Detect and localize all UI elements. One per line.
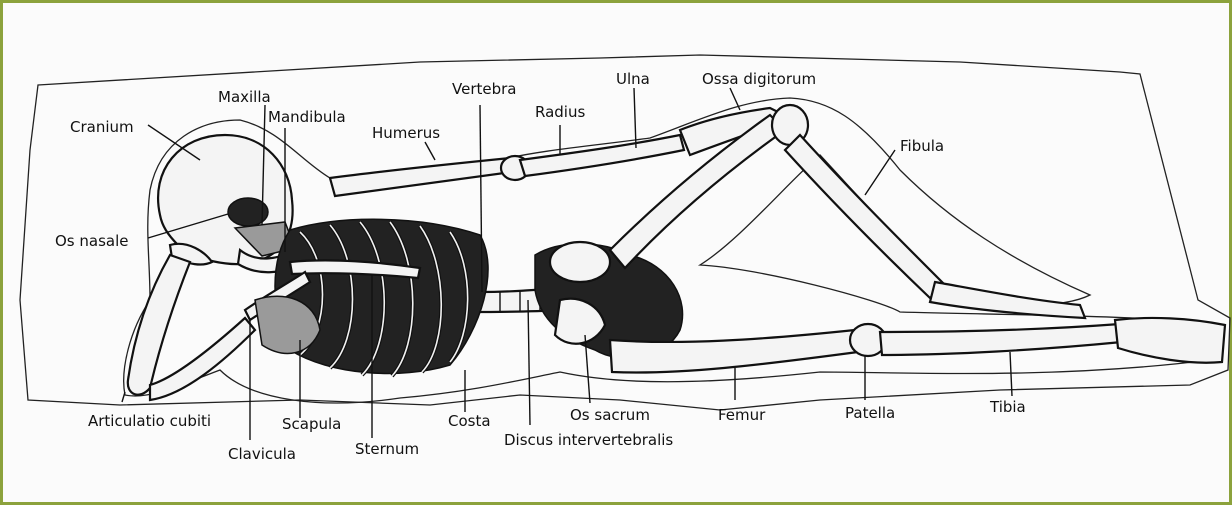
label-cranium: Cranium — [70, 118, 134, 136]
label-maxilla: Maxilla — [218, 88, 271, 106]
label-costa: Costa — [448, 412, 491, 430]
label-ossa-digitorum: Ossa digitorum — [702, 70, 816, 88]
label-os-nasale: Os nasale — [55, 232, 129, 250]
humerus-shape — [330, 158, 512, 196]
label-tibia: Tibia — [990, 398, 1026, 416]
label-mandibula: Mandibula — [268, 108, 346, 126]
iliac-crest — [550, 242, 610, 282]
label-clavicula: Clavicula — [228, 445, 296, 463]
foot-shape — [1115, 318, 1225, 363]
label-patella: Patella — [845, 404, 895, 422]
label-scapula: Scapula — [282, 415, 341, 433]
label-articulatio-cubiti: Articulatio cubiti — [88, 412, 211, 430]
tibia-shape — [880, 324, 1122, 355]
label-radius: Radius — [535, 103, 585, 121]
label-os-sacrum: Os sacrum — [570, 406, 650, 424]
label-ulna: Ulna — [616, 70, 650, 88]
label-discus-intervertebralis: Discus intervertebralis — [504, 431, 673, 449]
label-sternum: Sternum — [355, 440, 419, 458]
label-humerus: Humerus — [372, 124, 440, 142]
raised-foot — [930, 282, 1085, 318]
label-vertebra: Vertebra — [452, 80, 516, 98]
radius-shape — [520, 135, 684, 176]
fibula-shape — [785, 135, 945, 298]
label-fibula: Fibula — [900, 137, 944, 155]
label-femur: Femur — [718, 406, 765, 424]
